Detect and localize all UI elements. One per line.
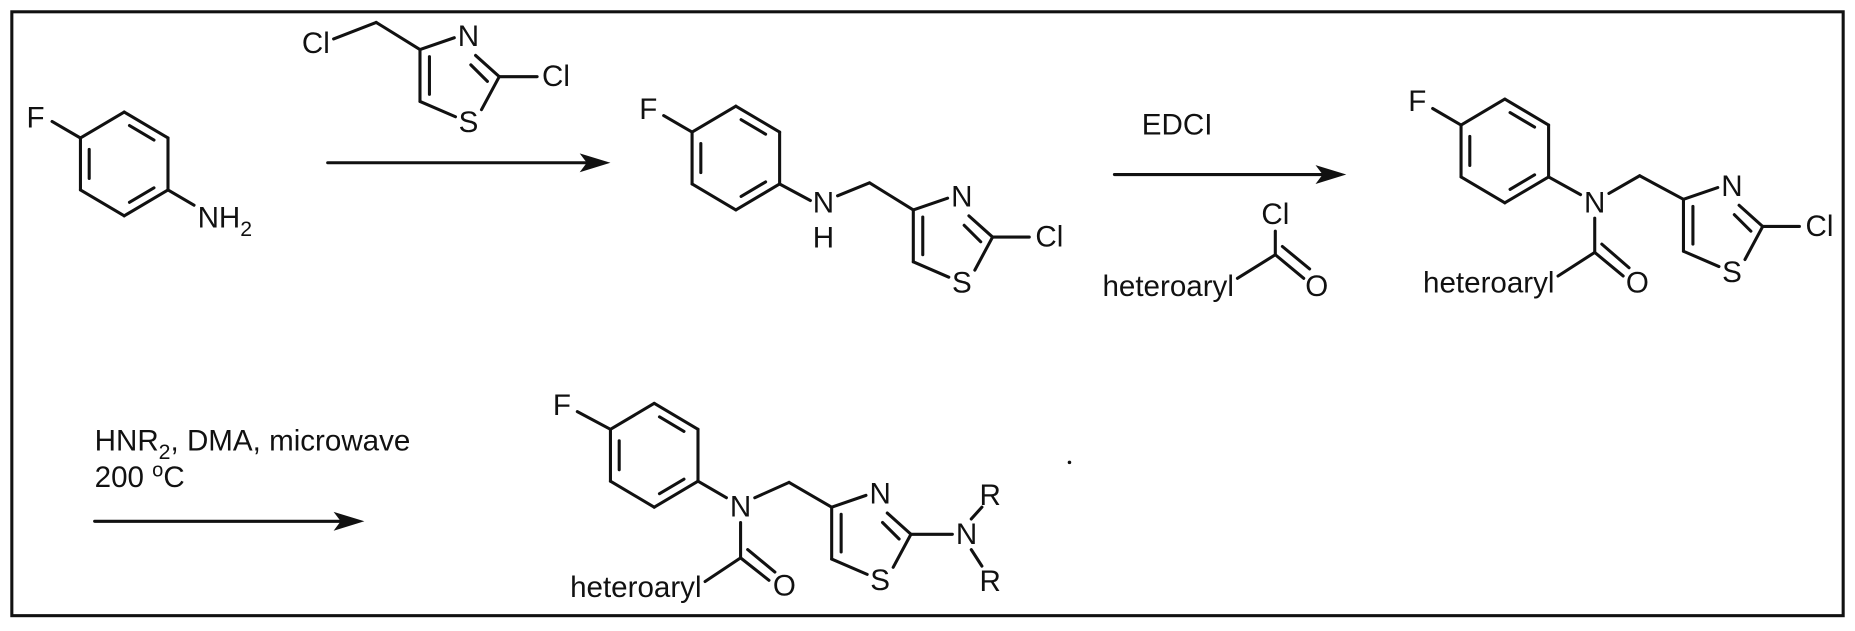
substituent-R: R	[980, 479, 1001, 512]
atom-N: N	[869, 478, 890, 511]
atom-N: N	[730, 491, 751, 524]
C-O-bond	[741, 558, 769, 580]
chloromethyl-chlorothiazole-reagent: Cl N S Cl	[302, 20, 570, 139]
thiazole-bond	[832, 495, 866, 507]
atom-Cl: Cl	[1806, 210, 1834, 243]
atom-S: S	[952, 267, 972, 300]
atom-N: N	[458, 20, 479, 53]
thiazole-bond	[481, 77, 499, 110]
scheme-border	[12, 12, 1843, 616]
atom-Cl: Cl	[542, 60, 570, 93]
thiazole-bond	[420, 38, 454, 50]
N-CH2-bond	[838, 183, 870, 196]
thiazole-bond	[893, 534, 911, 567]
thiazole-bond	[420, 101, 455, 116]
C-O-double-bond	[748, 550, 775, 572]
atom-Cl: Cl	[302, 27, 330, 60]
atom-Cl: Cl	[1261, 198, 1289, 231]
heteroaryl-label: heteroaryl	[1423, 267, 1554, 300]
stray-dot	[1068, 461, 1072, 465]
ring-bond	[692, 106, 736, 132]
atom-N: N	[956, 518, 977, 551]
CH2-bond	[789, 482, 832, 507]
C-heteroaryl-bond	[705, 558, 740, 582]
atom-O: O	[1305, 270, 1328, 303]
thiazole-bond	[832, 559, 867, 574]
thiazole-bond	[913, 262, 948, 277]
N-CH2-bond	[755, 482, 789, 497]
reagent-edci: EDCI	[1142, 109, 1213, 142]
atom-N: N	[1721, 170, 1742, 203]
atom-H: H	[813, 222, 834, 255]
aminothiazole-product: F N N S N R R O heteroaryl	[553, 389, 1001, 604]
conditions-line-2: 200 oC	[95, 460, 185, 495]
thiazole-double-bond	[1734, 215, 1751, 232]
ring-bond	[80, 112, 124, 138]
C-heteroaryl-bond	[1558, 252, 1595, 276]
C-F-bond	[664, 116, 692, 133]
N-R-bond	[971, 550, 982, 567]
atom-F: F	[26, 101, 44, 134]
ring-bond	[80, 190, 124, 216]
C-N-bond	[698, 481, 726, 498]
atom-F: F	[553, 389, 571, 422]
C-N-bond	[168, 190, 194, 205]
atom-S: S	[459, 106, 479, 139]
CH2Cl-bond	[334, 22, 377, 39]
atom-N: N	[951, 180, 972, 213]
atom-N: N	[813, 186, 834, 219]
thiazole-bond	[1745, 226, 1763, 259]
thiazole-double-bond	[471, 65, 488, 82]
C-N-bond	[1549, 177, 1581, 195]
substituent-R: R	[980, 565, 1001, 598]
atom-O: O	[1626, 267, 1649, 300]
heteroaryl-label: heteroaryl	[570, 571, 701, 604]
thiazole-double-bond	[964, 225, 981, 242]
ring-bond	[1461, 99, 1505, 125]
atom-S: S	[870, 564, 890, 597]
bond-lines	[52, 22, 1799, 581]
step3-conditions: HNR2, DMA, microwave 200 oC	[95, 425, 411, 495]
C-O-double-bond	[1602, 244, 1629, 268]
C-F-bond	[52, 121, 80, 138]
ring-bond	[692, 184, 736, 210]
atom-N: N	[1584, 186, 1605, 219]
atom-NH2: NH2	[198, 202, 253, 241]
atom-F: F	[639, 93, 657, 126]
atom-Cl: Cl	[1035, 221, 1063, 254]
thiazole-bond	[913, 198, 947, 210]
thiazole-bond	[975, 237, 993, 270]
conditions-line-1: HNR2, DMA, microwave	[95, 425, 411, 464]
CH2-bond	[376, 22, 420, 49]
atom-F: F	[1408, 85, 1426, 118]
C-N-bond	[780, 184, 811, 201]
CH2-bond	[870, 183, 914, 210]
heteroaryl-label: heteroaryl	[1102, 270, 1233, 303]
ring-bond	[1461, 177, 1505, 203]
ring-bond	[610, 481, 654, 507]
atom-S: S	[1722, 256, 1742, 289]
C-F-bond	[1433, 109, 1461, 126]
step2-reagents: EDCI Cl O heteroaryl	[1102, 109, 1328, 304]
atom-O: O	[773, 570, 796, 603]
ring-bond	[610, 403, 654, 429]
CH2-bond	[1640, 176, 1684, 200]
C-O-bond	[1275, 255, 1303, 279]
C-O-bond	[1595, 252, 1623, 276]
thiazole-double-bond	[883, 522, 900, 539]
C-heteroaryl-bond	[1237, 255, 1275, 279]
thiazole-bond	[1683, 188, 1717, 200]
N-CH2-bond	[1609, 176, 1640, 194]
thiazole-bond	[1683, 251, 1718, 266]
C-F-bond	[577, 412, 610, 430]
